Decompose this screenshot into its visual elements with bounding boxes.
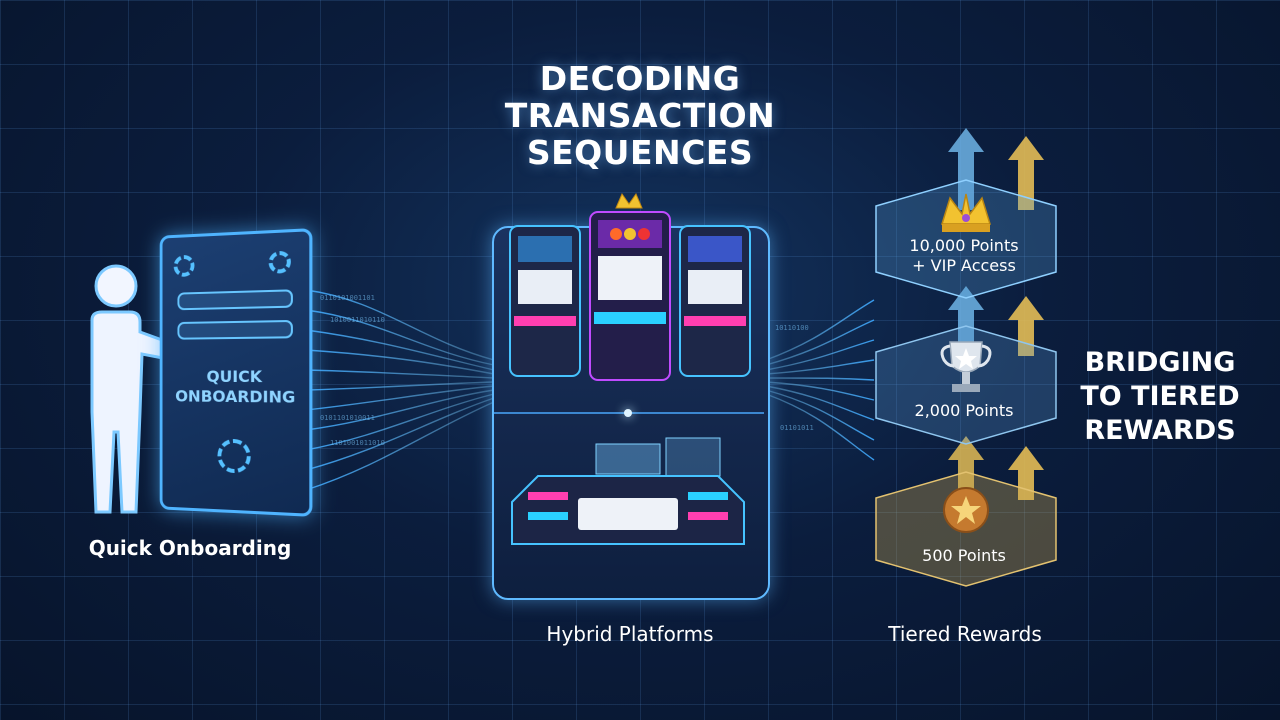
star-medal-icon	[943, 487, 989, 533]
title-line-1: DECODING	[539, 59, 741, 98]
title-line-2: TRANSACTION	[504, 96, 776, 135]
tier-top: 10,000 Points + VIP Access	[874, 210, 1054, 305]
trophy-icon	[940, 341, 992, 392]
side-title-line-1: BRIDGING	[1084, 347, 1236, 378]
tier-middle: 2,000 Points	[874, 378, 1054, 473]
slot-machines-icon	[509, 192, 751, 381]
tier-bottom-label: 500 Points	[922, 546, 1006, 565]
progress-field	[177, 289, 293, 311]
title-line-3: SEQUENCES	[526, 133, 754, 172]
svg-text:1010011010110: 1010011010110	[330, 316, 385, 324]
arrow-up-icon	[948, 128, 984, 210]
arrow-up-icon	[1008, 136, 1044, 210]
tier-box-top	[875, 179, 1057, 299]
tier-arrows-graphic	[875, 128, 1057, 587]
onboarding-panel-label: QUICK ONBOARDING	[175, 366, 296, 407]
arrow-up-icon	[1008, 296, 1044, 356]
tier-bottom: 500 Points	[874, 522, 1054, 617]
arrow-up-icon	[948, 436, 984, 500]
side-title-line-3: REWARDS	[1084, 415, 1236, 446]
progress-field	[177, 319, 293, 340]
connector-dot	[624, 409, 632, 417]
main-title: DECODING TRANSACTION SEQUENCES	[480, 60, 800, 171]
caption-quick-onboarding: Quick Onboarding	[88, 536, 292, 560]
svg-text:10110100: 10110100	[775, 324, 809, 332]
arrow-up-icon	[1008, 446, 1044, 500]
side-title-line-2: TO TIERED	[1080, 381, 1240, 412]
loading-spinner-icon	[268, 250, 291, 274]
crown-icon	[940, 193, 992, 232]
person-icon	[90, 264, 190, 514]
onboarding-panel: QUICK ONBOARDING	[159, 228, 313, 517]
svg-text:0110101001101: 0110101001101	[320, 294, 375, 302]
svg-text:0101101010011: 0101101010011	[320, 414, 375, 422]
svg-text:01101011: 01101011	[780, 424, 814, 432]
loading-spinner-icon	[217, 438, 251, 474]
svg-text:1101001011010: 1101001011010	[330, 439, 385, 447]
tier-middle-label: 2,000 Points	[914, 401, 1014, 420]
side-title: BRIDGING TO TIERED REWARDS	[1070, 346, 1250, 448]
tier-top-label: 10,000 Points + VIP Access	[909, 236, 1019, 275]
gaming-table-icon	[511, 437, 745, 545]
caption-tiered-rewards: Tiered Rewards	[888, 622, 1042, 646]
loading-spinner-icon	[173, 254, 195, 278]
arrow-up-icon	[948, 286, 984, 356]
caption-hybrid-platforms: Hybrid Platforms	[546, 622, 714, 646]
